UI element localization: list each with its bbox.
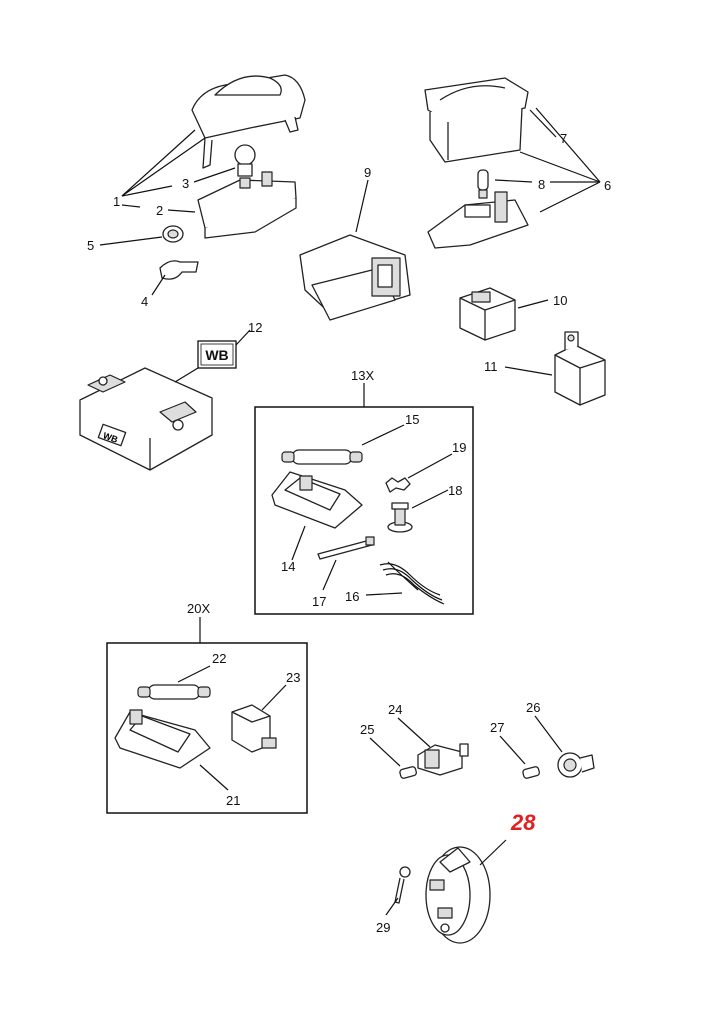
callout-28: 28 xyxy=(510,810,536,835)
screw-29 xyxy=(394,866,411,904)
lamp-socket-2 xyxy=(197,171,297,239)
callout-13x: 13X xyxy=(351,368,374,383)
horn-28 xyxy=(425,846,491,944)
callout-19: 19 xyxy=(452,440,466,455)
bulb-27 xyxy=(522,766,540,779)
bulb-22 xyxy=(137,684,211,700)
grommet-5 xyxy=(162,225,184,243)
callout-9: 9 xyxy=(364,165,371,180)
lamp-housing-7 xyxy=(424,77,529,163)
callout-1: 1 xyxy=(113,194,120,209)
callout-2: 2 xyxy=(156,203,163,218)
bulb-8 xyxy=(477,169,489,199)
callout-6: 6 xyxy=(604,178,611,193)
wb-tag-text: WB xyxy=(205,347,228,363)
callout-5: 5 xyxy=(87,238,94,253)
lamp-14 xyxy=(271,471,363,529)
callout-18: 18 xyxy=(448,483,462,498)
bulb-3 xyxy=(234,144,256,177)
callout-12: 12 xyxy=(248,320,262,335)
lamp-housing-1 xyxy=(191,74,306,169)
callout-17: 17 xyxy=(312,594,326,609)
callout-11: 11 xyxy=(484,359,498,374)
callout-20x: 20X xyxy=(187,601,210,616)
wb-box-mark-text: WB xyxy=(102,430,120,445)
callout-27: 27 xyxy=(490,720,504,735)
callout-26: 26 xyxy=(526,700,540,715)
lamp-base-6 xyxy=(427,191,529,249)
relay-10 xyxy=(459,287,516,341)
control-unit-12 xyxy=(79,367,213,471)
callout-15: 15 xyxy=(405,412,419,427)
callout-4: 4 xyxy=(141,294,148,309)
callout-7: 7 xyxy=(560,131,567,146)
callout-23: 23 xyxy=(286,670,300,685)
callout-16: 16 xyxy=(345,589,359,604)
callout-25: 25 xyxy=(360,722,374,737)
bulb-15 xyxy=(281,449,363,465)
cable-tie-17 xyxy=(317,536,375,560)
leader-lines xyxy=(99,107,601,916)
clip-4 xyxy=(159,260,199,280)
clip-19 xyxy=(385,477,411,493)
callout-21: 21 xyxy=(226,793,240,808)
callout-29: 29 xyxy=(376,920,390,935)
screw-18 xyxy=(387,502,413,533)
switch-23 xyxy=(231,704,277,753)
callout-14: 14 xyxy=(281,559,295,574)
relay-11 xyxy=(554,331,606,406)
kit-20x-box xyxy=(106,642,308,814)
wire-16 xyxy=(379,561,445,605)
socket-26 xyxy=(557,752,595,778)
wb-box-mark: WB xyxy=(97,423,127,447)
socket-24 xyxy=(417,743,469,776)
reading-lamp-9 xyxy=(299,234,411,321)
lamp-21 xyxy=(114,709,211,769)
callout-10: 10 xyxy=(553,293,567,308)
wb-tag: WB xyxy=(197,340,237,369)
callout-24: 24 xyxy=(388,702,402,717)
callout-8: 8 xyxy=(538,177,545,192)
callout-22: 22 xyxy=(212,651,226,666)
bulb-25 xyxy=(399,766,417,779)
callout-3: 3 xyxy=(182,176,189,191)
callout-labels: 1 2 3 4 5 6 7 8 9 10 11 12 13X 14 15 16 … xyxy=(87,131,611,935)
